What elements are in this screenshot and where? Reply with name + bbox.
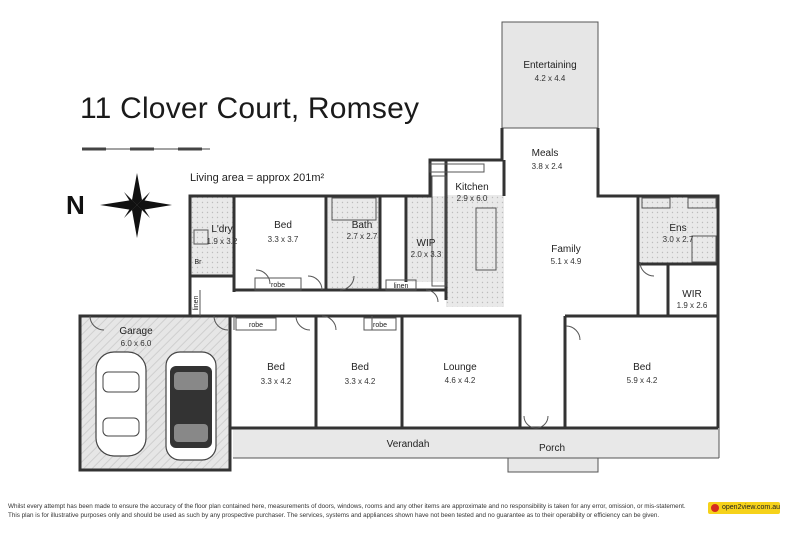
room-name-kitchen: Kitchen [455, 182, 488, 193]
room-name-ensuite: Ens [669, 223, 686, 234]
room-name-meals: Meals [532, 148, 559, 159]
room-name-lounge: Lounge [443, 362, 477, 373]
entertaining-area [502, 22, 598, 128]
br-label: Br [195, 259, 203, 266]
room-name-family: Family [551, 244, 580, 255]
compass-rose-icon: N [66, 173, 172, 238]
room-name-bed-3: Bed [351, 362, 369, 373]
porch-area [508, 455, 598, 472]
room-name-entertaining: Entertaining [523, 60, 576, 71]
property-title: 11 Clover Court, Romsey [80, 92, 420, 125]
robe-label-bed-3: robe [373, 322, 387, 329]
room-dims-bed-3: 3.3 x 4.2 [345, 377, 376, 386]
room-dims-family: 5.1 x 4.9 [551, 257, 582, 266]
wip-floor [408, 196, 446, 282]
room-dims-wir: 1.9 x 2.6 [677, 301, 708, 310]
room-name-garage: Garage [119, 326, 153, 337]
room-name-wir: WIR [682, 289, 701, 300]
car-icon [95, 351, 147, 457]
room-dims-wip: 2.0 x 3.3 [411, 250, 442, 259]
room-name-wip: WIP [417, 238, 436, 249]
room-dims-entertaining: 4.2 x 4.4 [535, 74, 566, 83]
room-name-bed-2: Bed [267, 362, 285, 373]
room-dims-garage: 6.0 x 6.0 [121, 339, 152, 348]
room-dims-bed-2: 3.3 x 4.2 [261, 377, 292, 386]
suv-icon [165, 351, 217, 461]
linen-label-hall: linen [394, 283, 409, 290]
logo-mark-icon [711, 504, 719, 512]
porch-label: Porch [539, 443, 565, 454]
disclaimer-text: Whilst every attempt has been made to en… [8, 503, 686, 519]
room-name-bath: Bath [352, 220, 373, 231]
room-dims-bed-1: 3.3 x 3.7 [268, 235, 299, 244]
room-dims-bath: 2.7 x 2.7 [347, 232, 378, 241]
walls [78, 21, 720, 473]
logo-text: open2view.com.au [722, 504, 780, 511]
laundry-floor [190, 196, 234, 276]
bath-floor [328, 196, 380, 288]
robe-label-bed-1: robe [271, 282, 285, 289]
scale-bar [82, 147, 210, 151]
verandah-label: Verandah [387, 439, 430, 450]
room-name-bed-1: Bed [274, 220, 292, 231]
room-name-bed-4: Bed [633, 362, 651, 373]
room-dims-laundry: 1.9 x 3.2 [207, 237, 238, 246]
robe-label-bed-2: robe [249, 322, 263, 329]
room-dims-kitchen: 2.9 x 6.0 [457, 194, 488, 203]
room-dims-lounge: 4.6 x 4.2 [445, 376, 476, 385]
ensuite-floor [640, 196, 716, 264]
linen-label-side: linen [193, 296, 200, 311]
room-dims-meals: 3.8 x 2.4 [532, 162, 563, 171]
room-dims-bed-4: 5.9 x 4.2 [627, 376, 658, 385]
kitchen-floor [446, 195, 504, 307]
room-dims-ensuite: 3.0 x 2.7 [663, 235, 694, 244]
open2view-logo: open2view.com.au [708, 502, 780, 514]
room-name-laundry: L'dry [211, 224, 232, 235]
compass-north-letter: N [66, 190, 85, 220]
living-area-note: Living area = approx 201m² [190, 172, 325, 184]
verandah-area [233, 428, 719, 458]
